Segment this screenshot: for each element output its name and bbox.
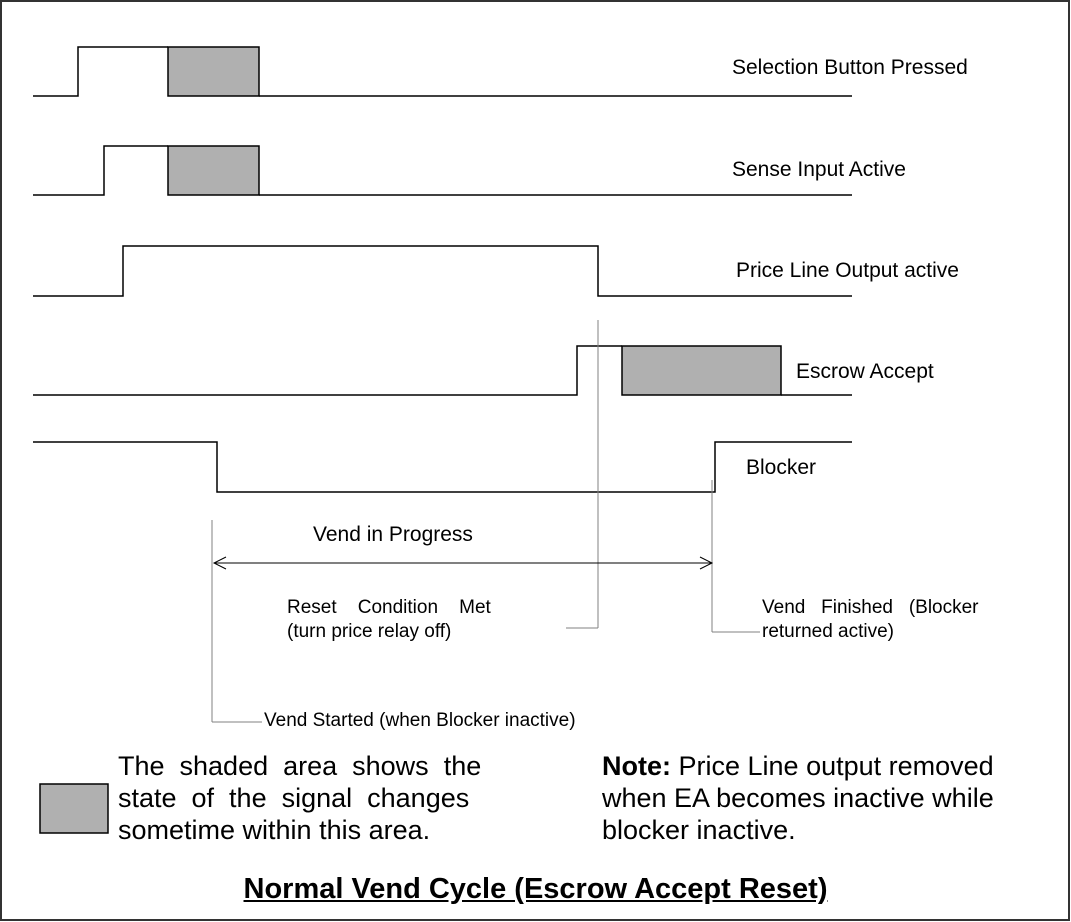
selection-waveform bbox=[33, 46, 168, 97]
escrow-shaded-region bbox=[621, 345, 782, 396]
vend-progress-label: Vend in Progress bbox=[313, 523, 473, 546]
legend-swatch bbox=[39, 783, 109, 834]
diagram-title: Normal Vend Cycle (Escrow Accept Reset) bbox=[243, 873, 828, 905]
sense-shaded-region bbox=[167, 145, 260, 196]
vend-finished-label-1: Vend Finished (Blocker bbox=[762, 597, 979, 618]
vend-started-label: Vend Started (when Blocker inactive) bbox=[264, 710, 576, 731]
signal-label-price-line: Price Line Output active bbox=[736, 259, 959, 282]
signal-label-selection: Selection Button Pressed bbox=[732, 56, 968, 79]
vend-progress-arrow-right-head bbox=[699, 556, 714, 570]
legend-line-3: sometime within this area. bbox=[118, 815, 431, 845]
vend-finished-label-2: returned active) bbox=[762, 621, 895, 642]
sense-waveform bbox=[33, 145, 168, 196]
legend-line-1: The shaded area shows the bbox=[118, 751, 482, 781]
selection-shaded-region bbox=[167, 46, 260, 97]
note-line-3: blocker inactive. bbox=[602, 815, 796, 845]
blocker-waveform bbox=[33, 441, 852, 493]
signal-label-blocker: Blocker bbox=[746, 456, 816, 479]
legend-line-2: state of the signal changes bbox=[118, 783, 470, 813]
note-line-2: when EA becomes inactive while bbox=[602, 783, 994, 813]
signal-label-escrow: Escrow Accept bbox=[796, 360, 934, 383]
price-line-waveform bbox=[33, 245, 852, 297]
signal-label-sense: Sense Input Active bbox=[732, 158, 906, 181]
note-label: Note: bbox=[602, 751, 671, 781]
reset-condition-label-2: (turn price relay off) bbox=[287, 621, 452, 642]
note-block: Note: Price Line output removed when EA … bbox=[602, 750, 994, 846]
escrow-waveform bbox=[33, 345, 622, 396]
vend-progress-arrow-left-head bbox=[212, 556, 227, 570]
legend-description: The shaded area shows the state of the s… bbox=[118, 750, 481, 846]
note-line-1: Price Line output removed bbox=[671, 751, 994, 781]
reset-condition-label-1: Reset Condition Met bbox=[287, 597, 491, 618]
